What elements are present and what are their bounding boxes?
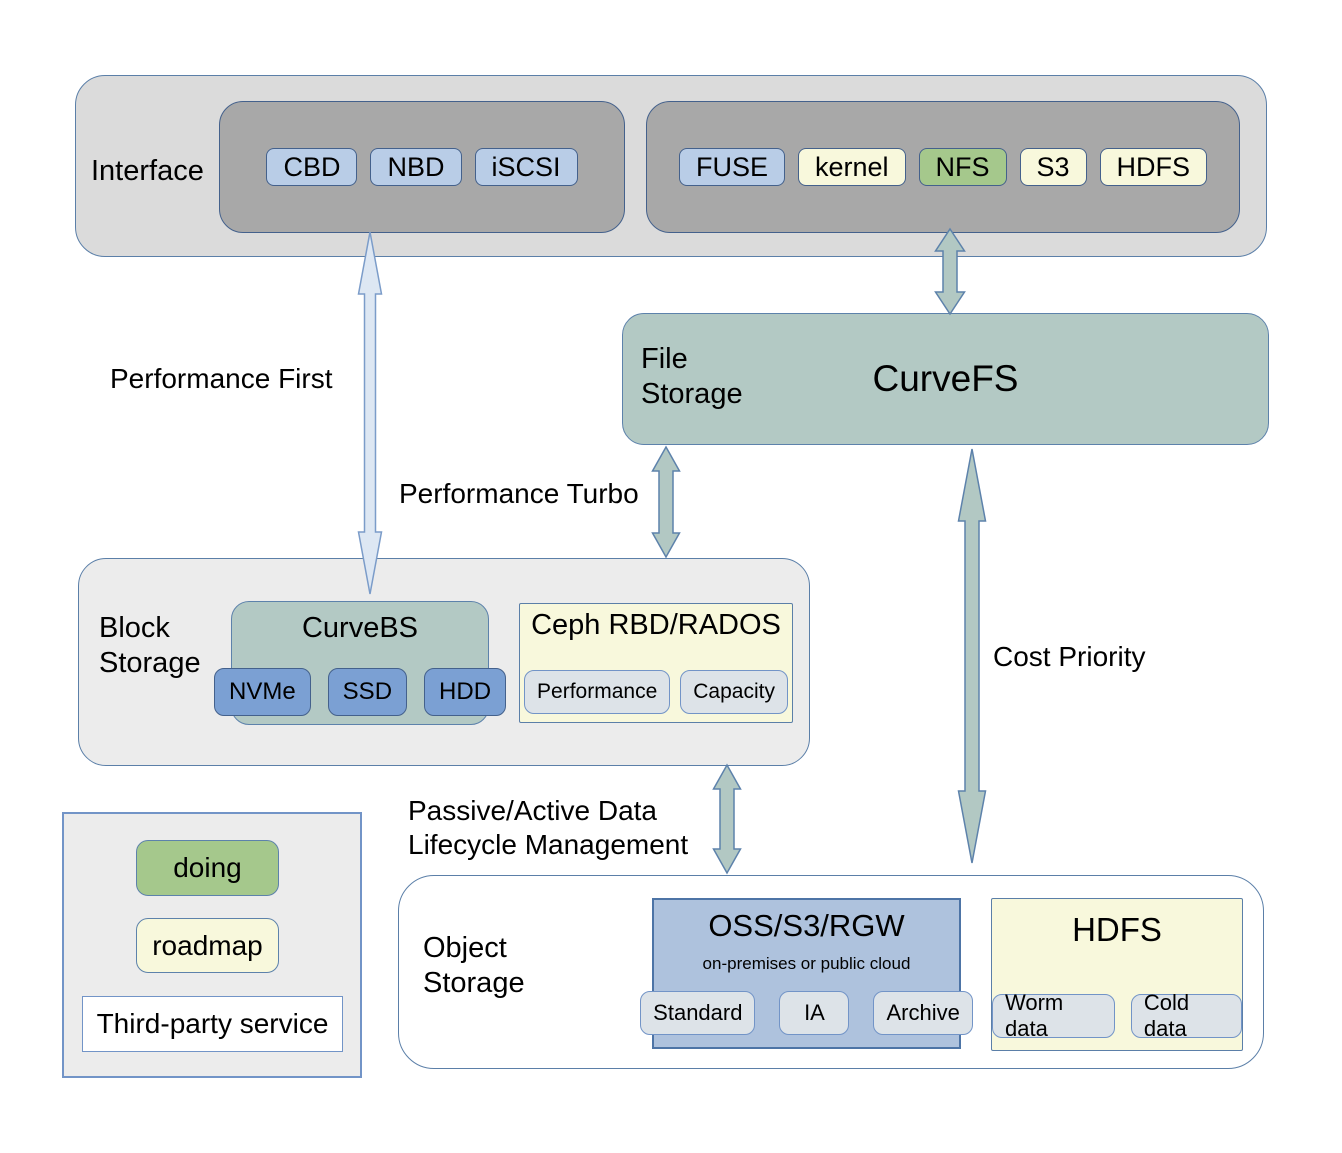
ceph-box: Ceph RBD/RADOS Performance Capacity bbox=[519, 603, 793, 723]
hdfs-box: HDFS Worm data Cold data bbox=[991, 898, 1243, 1051]
interface-layer: Interface CBD NBD iSCSI FUSE kernel NFS … bbox=[75, 75, 1267, 257]
ceph-tier-chips: Performance Capacity bbox=[520, 670, 792, 714]
lifecycle-label-line2: Lifecycle Management bbox=[408, 829, 689, 860]
file-interface-group: FUSE kernel NFS S3 HDFS bbox=[646, 101, 1240, 233]
oss-box: OSS/S3/RGW on-premises or public cloud S… bbox=[640, 898, 973, 1049]
object-storage-layer: Object Storage OSS/S3/RGW on-premises or… bbox=[398, 875, 1264, 1069]
chip-hdfs-interface: HDFS bbox=[1099, 148, 1208, 186]
chip-cold-data: Cold data bbox=[1130, 990, 1242, 1041]
oss-tier-chips: Standard IA Archive bbox=[640, 991, 973, 1035]
curvebs-box: CurveBS NVMe SSD HDD bbox=[213, 601, 507, 725]
legend-roadmap: roadmap bbox=[136, 918, 279, 973]
file-interface-chips: FUSE kernel NFS S3 HDFS bbox=[678, 148, 1208, 186]
curvebs-media-chips: NVMe SSD HDD bbox=[213, 668, 507, 716]
legend-third-party: Third-party service bbox=[82, 996, 343, 1052]
chip-archive: Archive bbox=[873, 991, 973, 1035]
lifecycle-label-line1: Passive/Active Data bbox=[408, 795, 657, 826]
chip-nvme: NVMe bbox=[213, 668, 311, 716]
cost-priority-arrow bbox=[957, 448, 987, 864]
chip-cbd: CBD bbox=[266, 148, 358, 186]
legend-doing: doing bbox=[136, 840, 279, 896]
curvefs-title: CurveFS bbox=[872, 358, 1019, 399]
block-storage-layer: Block Storage CurveBS NVMe SSD HDD Ceph … bbox=[78, 558, 810, 766]
chip-hdd: HDD bbox=[424, 668, 507, 716]
oss-title: OSS/S3/RGW bbox=[708, 908, 905, 943]
cost-priority-label: Cost Priority bbox=[993, 641, 1146, 672]
chip-kernel: kernel bbox=[797, 148, 906, 186]
chip-worm-data: Worm data bbox=[992, 990, 1115, 1041]
chip-performance: Performance bbox=[524, 670, 671, 714]
chip-ia: IA bbox=[779, 991, 850, 1035]
chip-fuse: FUSE bbox=[678, 148, 785, 186]
chip-capacity: Capacity bbox=[680, 670, 788, 714]
performance-turbo-arrow bbox=[651, 445, 681, 559]
object-storage-label: Object Storage bbox=[423, 932, 525, 999]
chip-iscsi: iSCSI bbox=[474, 148, 578, 186]
file-storage-box: File Storage CurveFS bbox=[622, 313, 1269, 445]
oss-subtitle: on-premises or public cloud bbox=[702, 954, 911, 973]
performance-first-label: Performance First bbox=[110, 363, 333, 394]
performance-first-arrow bbox=[357, 231, 383, 595]
chip-s3: S3 bbox=[1019, 148, 1087, 186]
performance-turbo-label: Performance Turbo bbox=[399, 478, 639, 509]
block-storage-label: Block Storage bbox=[99, 612, 201, 679]
file-storage-label: File Storage bbox=[641, 343, 743, 410]
hdfs-title: HDFS bbox=[1072, 911, 1162, 948]
block-interface-chips: CBD NBD iSCSI bbox=[266, 148, 578, 186]
curvebs-title: CurveBS bbox=[301, 612, 419, 644]
chip-ssd: SSD bbox=[327, 668, 408, 716]
block-interface-group: CBD NBD iSCSI bbox=[219, 101, 625, 233]
chip-standard: Standard bbox=[640, 991, 756, 1035]
chip-nbd: NBD bbox=[370, 148, 462, 186]
interface-label: Interface bbox=[91, 155, 204, 187]
legend: doing roadmap Third-party service bbox=[62, 812, 362, 1078]
lifecycle-arrow bbox=[712, 763, 742, 875]
chip-nfs: NFS bbox=[918, 148, 1007, 186]
ceph-title: Ceph RBD/RADOS bbox=[531, 609, 781, 641]
hdfs-data-chips: Worm data Cold data bbox=[992, 990, 1242, 1041]
lifecycle-label: Passive/Active Data Lifecycle Management bbox=[408, 794, 688, 862]
